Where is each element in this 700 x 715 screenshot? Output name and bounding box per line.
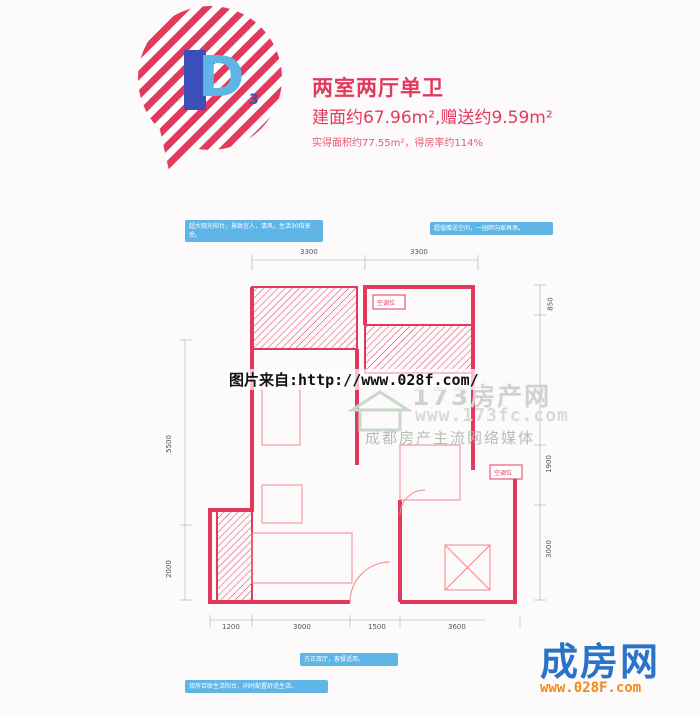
dim-bottom-2: 3000 bbox=[293, 623, 311, 631]
source-watermark: 图片来自:http://www.028f.com/ bbox=[227, 369, 481, 390]
badge-graphic bbox=[138, 6, 282, 175]
note-balcony: 超大观光阳台，景致宜人，清风，生活30倍享受。 bbox=[185, 220, 323, 242]
house-watermark-icon bbox=[348, 390, 412, 432]
note-bedrooms: 双房百联生活阳台，同时配置舒适生活。 bbox=[185, 680, 328, 693]
dim-bottom-4: 3600 bbox=[448, 623, 466, 631]
floor-plan: 空调位 空调位 bbox=[180, 255, 546, 627]
watermark-site: www.173fc.com bbox=[415, 405, 569, 426]
area-line: 建面约67.96m²,赠送约9.59m² bbox=[312, 108, 553, 128]
aircon-label-2: 空调位 bbox=[494, 469, 512, 477]
net-area-line: 实得面积约77.55m²，得房率约114% bbox=[312, 138, 483, 149]
note-living: 方正双厅，客餐适用。 bbox=[300, 653, 398, 666]
dim-right-2: 1900 bbox=[544, 455, 553, 473]
dim-top-1: 3300 bbox=[300, 248, 318, 256]
aircon-label-1: 空调位 bbox=[377, 299, 395, 307]
dim-bottom-3: 1500 bbox=[368, 623, 386, 631]
logo-url: www.028F.com bbox=[540, 680, 642, 696]
watermark-media: 成都房产主流网络媒体 bbox=[365, 429, 536, 447]
badge-subscript: 3 bbox=[249, 92, 259, 108]
badge-letter: D bbox=[198, 45, 245, 110]
dim-left-2: 2000 bbox=[164, 560, 173, 578]
dim-top-2: 3300 bbox=[410, 248, 428, 256]
dim-right-3: 3000 bbox=[544, 540, 553, 558]
note-bonus-space: 超值赠送空间，一园畔向家再承。 bbox=[430, 222, 553, 235]
dim-right-1: 850 bbox=[546, 297, 555, 311]
plan-title: 两室两厅单卫 bbox=[312, 76, 444, 100]
dim-bottom-1: 1200 bbox=[222, 623, 240, 631]
logo-name: 成房网 bbox=[540, 640, 661, 684]
dim-left-1: 5500 bbox=[164, 435, 173, 453]
